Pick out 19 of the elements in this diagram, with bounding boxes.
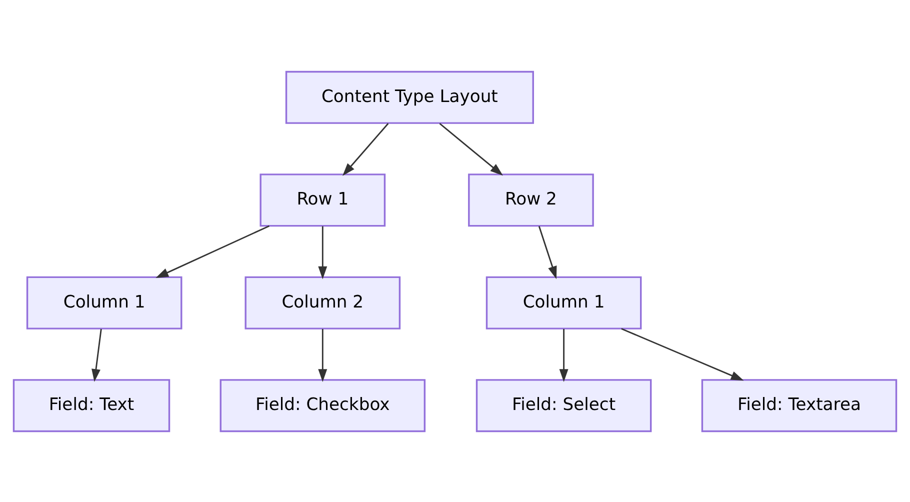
node-box: Column 1 [26, 276, 182, 329]
arrow [538, 226, 557, 279]
node-box: Field: Textarea [701, 378, 898, 432]
node-box: Field: Select [476, 378, 652, 432]
arrow [621, 328, 744, 380]
arrow [92, 328, 102, 382]
node-box: Row 1 [260, 173, 386, 226]
node-box: Column 1 [486, 276, 642, 329]
node-box: Column 2 [244, 276, 401, 329]
node-box: Field: Checkbox [220, 378, 426, 432]
arrow [156, 224, 270, 278]
arrow [439, 122, 503, 176]
node-box: Field: Text [12, 378, 170, 432]
node-box: Row 2 [468, 173, 594, 226]
node-box: Content Type Layout [285, 70, 534, 124]
arrow [318, 226, 328, 279]
arrow [318, 328, 328, 382]
arrow [559, 328, 568, 382]
arrow [342, 122, 389, 176]
